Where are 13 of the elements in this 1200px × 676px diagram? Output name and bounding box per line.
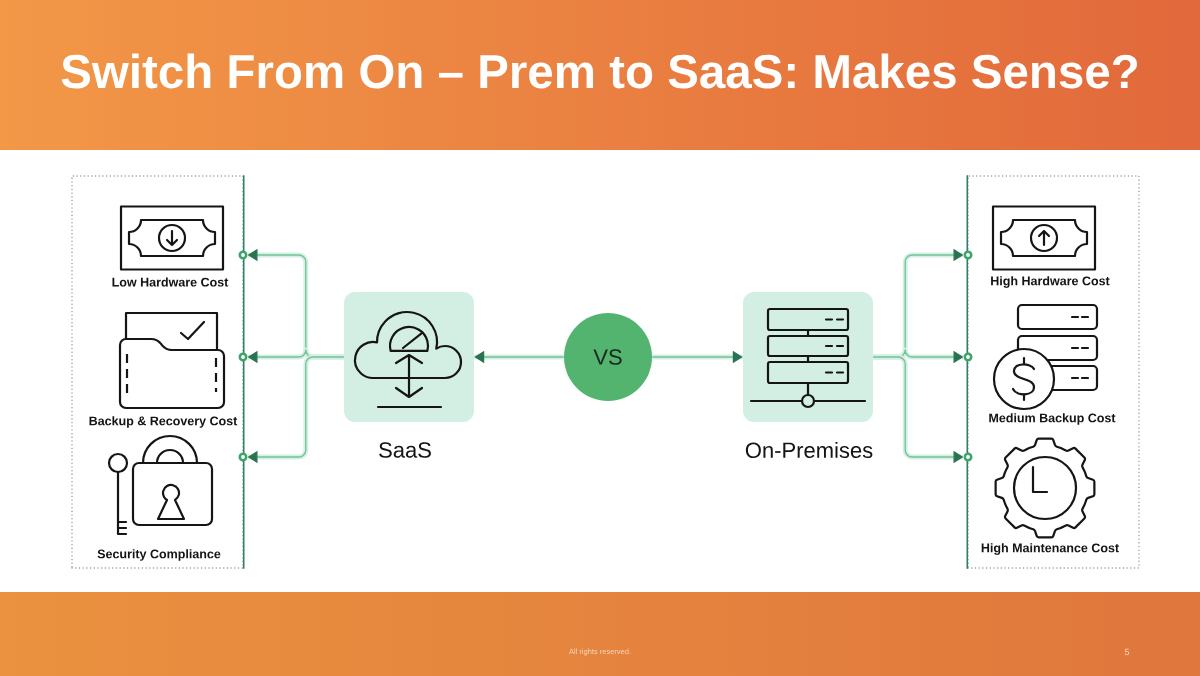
item-caption: Security Compliance (97, 549, 221, 561)
item-caption: High Hardware Cost (991, 276, 1110, 288)
dotted-panel (966, 174, 1140, 570)
tile-caption: On-Premises (745, 441, 873, 459)
page-number: 5 (1124, 648, 1130, 656)
dotted-panel (71, 174, 245, 570)
item-caption: Backup & Recovery Cost (89, 416, 238, 428)
connector (247, 354, 345, 464)
item-caption: Medium Backup Cost (989, 413, 1116, 425)
slide-title: Switch From On – Prem to SaaS: Makes Sense? (61, 53, 1137, 89)
item-caption: High Maintenance Cost (981, 543, 1119, 555)
item-caption: Low Hardware Cost (112, 277, 229, 287)
tile-caption: SaaS (379, 442, 431, 458)
